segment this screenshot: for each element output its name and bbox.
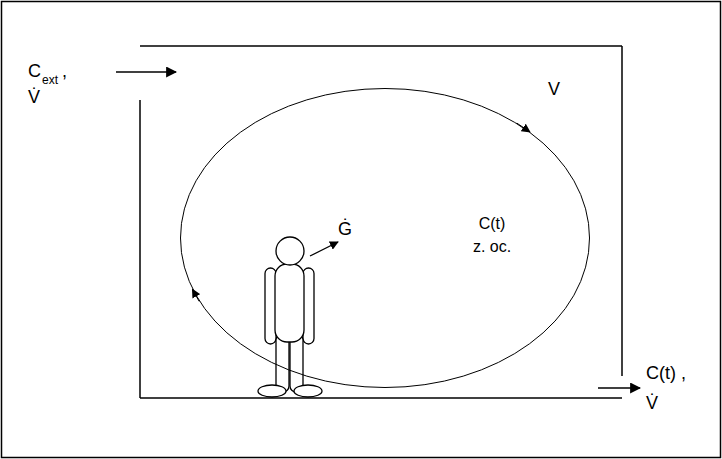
zone-ellipse: C(t) z. oc. [180,88,590,388]
separator: , [62,62,67,80]
emission-arrow [310,242,338,256]
person-figure [258,237,322,397]
ellipse-outline [180,88,590,388]
inflow-arrow [116,71,176,72]
emission-symbol: Ġ [338,220,352,238]
flow-rate-symbol: V̇ [646,394,658,412]
outflow-arrow [598,387,640,388]
air-zone [181,89,590,388]
room-walls [140,46,622,398]
flow-rate-symbol: V̇ [28,88,40,106]
subscript: ext [42,74,58,86]
zone-label: C(t) z. oc. [471,212,513,258]
concentration-symbol: C(t) , [646,364,686,382]
concentration-symbol: C [28,62,41,80]
volume-symbol: V [548,80,560,98]
